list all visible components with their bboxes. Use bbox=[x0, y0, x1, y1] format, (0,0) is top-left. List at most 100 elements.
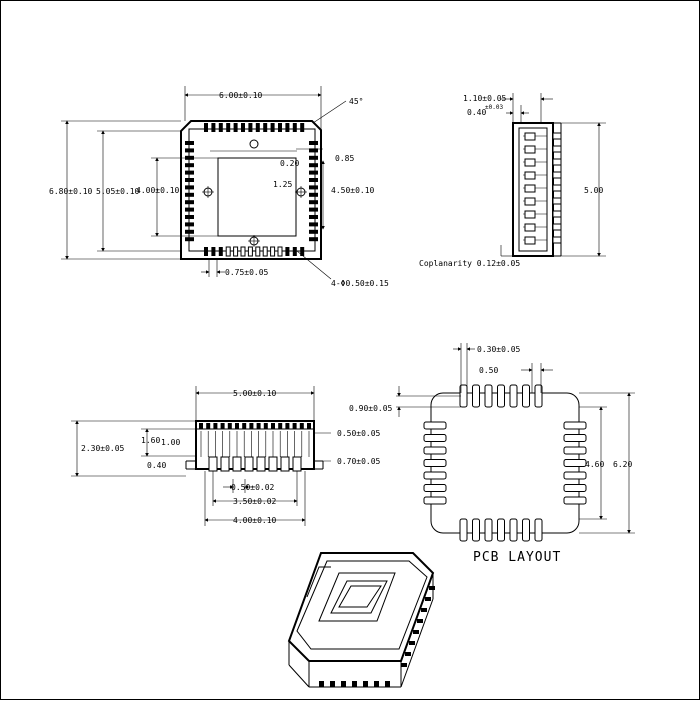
pcb-pad bbox=[459, 518, 468, 542]
pcb-pads-right bbox=[563, 421, 587, 505]
iso-pins-front bbox=[319, 681, 390, 687]
pin-mark bbox=[204, 123, 208, 132]
dim-front-width: 5.00±0.10 bbox=[233, 389, 277, 398]
iso-pin bbox=[401, 663, 407, 667]
front-view: 5.00±0.10 2.30±0.05 1.60 1.00 0.40 0.50±… bbox=[71, 386, 381, 526]
side-pins bbox=[552, 132, 562, 244]
pcb-pad bbox=[522, 384, 530, 408]
side-view: 1.10±0.05 0.40 ±0.03 5.00 Coplanarity 0.… bbox=[419, 93, 606, 268]
top-view-window bbox=[217, 157, 297, 237]
pcb-dim-inner: 4.60 bbox=[585, 460, 604, 469]
pcb-pad bbox=[423, 446, 447, 455]
front-pin bbox=[280, 456, 290, 472]
front-pin bbox=[208, 456, 218, 472]
pin-mark bbox=[263, 123, 268, 132]
pin-mark bbox=[300, 123, 305, 132]
pcb-pad bbox=[563, 421, 587, 430]
pin-mark bbox=[309, 192, 318, 197]
dim-front-pins-span: 3.50±0.02 bbox=[233, 497, 277, 506]
pcb-pad bbox=[484, 384, 493, 408]
iso-pin bbox=[413, 630, 419, 634]
dim-front-base: 0.40 bbox=[147, 461, 166, 470]
pin-mark bbox=[309, 207, 318, 212]
dim-holes: 4-Φ0.50±0.15 bbox=[331, 279, 389, 288]
pin-mark bbox=[185, 192, 194, 197]
pcb-pad bbox=[509, 384, 518, 408]
front-tooth bbox=[235, 423, 239, 429]
pin-mark bbox=[277, 246, 283, 257]
pin-mark bbox=[185, 185, 194, 190]
pin-mark bbox=[309, 229, 318, 234]
side-pin bbox=[552, 132, 562, 140]
dim-front-height: 2.30±0.05 bbox=[81, 444, 125, 453]
iso-pin bbox=[425, 597, 431, 601]
pcb-pad bbox=[563, 496, 587, 505]
pcb-dim-pad-width: 0.30±0.05 bbox=[477, 345, 521, 354]
pin-mark bbox=[185, 178, 194, 182]
pcb-pad bbox=[563, 459, 587, 467]
dim-inner-height: 5.05±0.10 bbox=[96, 187, 140, 196]
pin-mark bbox=[185, 237, 194, 242]
iso-pin bbox=[341, 681, 346, 687]
pin-mark bbox=[309, 178, 318, 182]
pin-mark bbox=[185, 229, 194, 234]
side-contact-box bbox=[524, 132, 536, 141]
pin-mark bbox=[185, 163, 194, 168]
pin-mark bbox=[309, 237, 318, 242]
dim-small-b: 0.20 bbox=[280, 159, 299, 168]
isometric-view bbox=[287, 552, 435, 688]
pin-mark bbox=[218, 123, 223, 132]
pin-mark bbox=[285, 247, 290, 256]
iso-pin bbox=[374, 681, 379, 687]
dim-front-bottom-width: 4.00±0.10 bbox=[233, 516, 277, 525]
pin-mark bbox=[185, 141, 194, 145]
front-tooth bbox=[263, 423, 268, 429]
pcb-pad bbox=[423, 421, 447, 430]
front-pin bbox=[232, 456, 242, 472]
front-tooth bbox=[299, 423, 304, 429]
pin-mark bbox=[309, 200, 318, 205]
dim-pin-pitch: 0.75±0.05 bbox=[225, 268, 269, 277]
pin-mark bbox=[309, 185, 318, 190]
front-tooth bbox=[249, 423, 254, 429]
pin-mark bbox=[226, 123, 231, 132]
pcb-pads-bottom bbox=[459, 518, 543, 542]
pin-mark bbox=[309, 141, 318, 145]
pin-mark bbox=[309, 215, 318, 219]
pin-mark bbox=[185, 148, 194, 153]
pin-mark bbox=[285, 123, 290, 132]
pcb-pad bbox=[509, 518, 518, 542]
pin-mark bbox=[233, 246, 239, 257]
iso-pin bbox=[385, 681, 390, 687]
pin-mark bbox=[309, 155, 318, 160]
pin-mark bbox=[218, 247, 223, 256]
pin-mark bbox=[185, 222, 194, 227]
dim-side-top-b: 0.40 bbox=[467, 108, 486, 117]
pin-mark bbox=[233, 123, 238, 132]
dim-front-inner: 1.60 bbox=[141, 436, 160, 445]
side-inner-contacts bbox=[523, 132, 547, 245]
iso-pin bbox=[417, 619, 423, 623]
front-tooth bbox=[271, 423, 275, 429]
side-contact-box bbox=[524, 236, 536, 245]
pin-mark bbox=[248, 123, 253, 132]
pcb-pad bbox=[472, 384, 480, 408]
pcb-pad bbox=[423, 484, 447, 492]
dim-coplanarity: Coplanarity 0.12±0.05 bbox=[419, 259, 520, 268]
pcb-pad bbox=[423, 471, 447, 480]
side-contact-box bbox=[524, 158, 536, 167]
pin-mark bbox=[225, 246, 231, 257]
side-pin bbox=[552, 158, 562, 166]
front-pin bbox=[220, 456, 230, 472]
front-tooth bbox=[199, 423, 203, 429]
front-tooth bbox=[213, 423, 218, 429]
pcb-layout: 0.30±0.05 0.50 0.90±0.05 4.60 6.20 PCB L… bbox=[349, 343, 635, 565]
pcb-pad bbox=[484, 518, 493, 542]
side-contact-box bbox=[524, 184, 536, 193]
pin-mark bbox=[309, 170, 318, 175]
pin-mark bbox=[185, 215, 194, 219]
front-tooth bbox=[206, 423, 211, 429]
dim-window-height: 4.00±0.10 bbox=[136, 186, 180, 195]
